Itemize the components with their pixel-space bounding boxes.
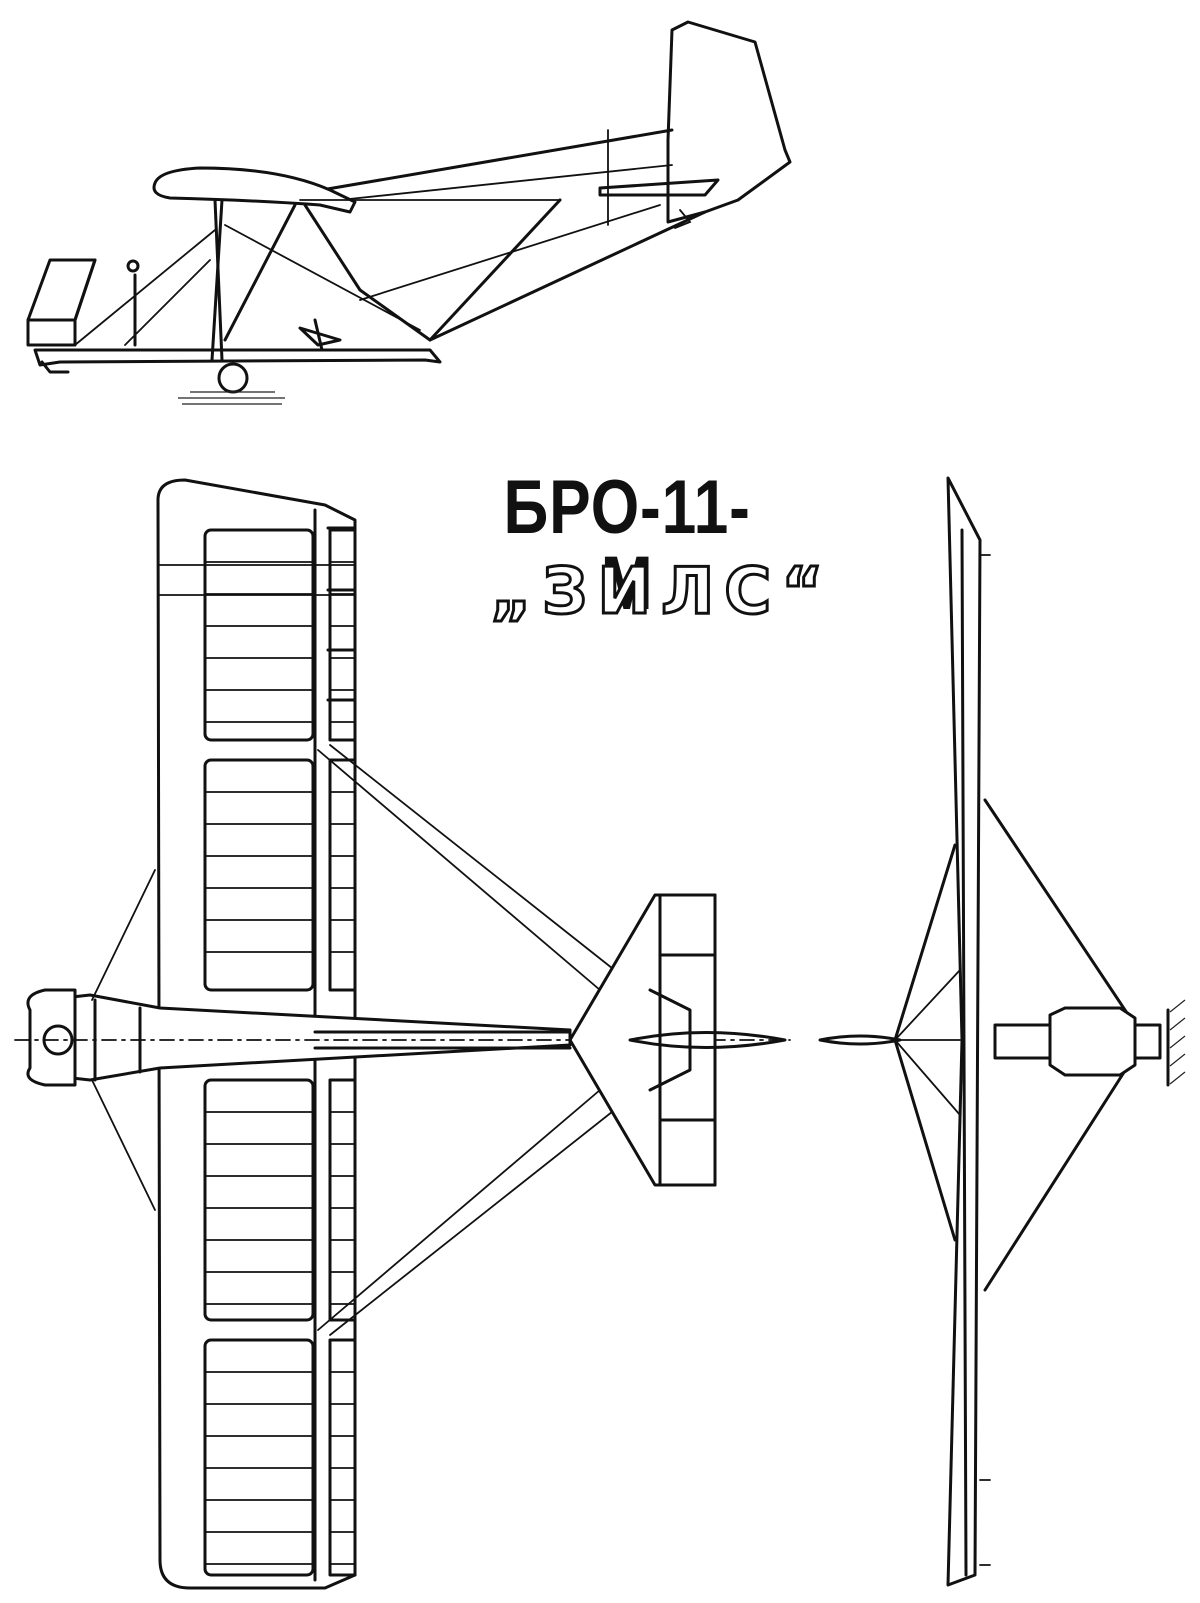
side-skid (33, 348, 442, 367)
front-strut-upper (983, 798, 1137, 1027)
side-stabilizer (598, 178, 720, 197)
side-fin (666, 20, 792, 224)
top-tailplane (568, 893, 717, 1187)
glider-title: БРО-11-М (503, 465, 751, 626)
front-strut-lower (983, 1053, 1137, 1292)
glider-name: „ЗИЛС“ (489, 555, 834, 629)
front-fuselage (1048, 1006, 1137, 1077)
top-rudder (628, 1031, 787, 1049)
top-view (14, 478, 791, 1590)
side-strut-diag (223, 203, 297, 342)
front-view (818, 476, 1186, 1587)
side-view (26, 20, 792, 405)
side-boom-lower (428, 210, 707, 342)
side-wheel (217, 362, 249, 394)
side-boom-upper (308, 128, 674, 194)
side-wing (152, 166, 357, 214)
side-strut-rear (428, 198, 562, 342)
front-tail (818, 1034, 902, 1046)
top-wing-ribs (203, 528, 357, 1577)
